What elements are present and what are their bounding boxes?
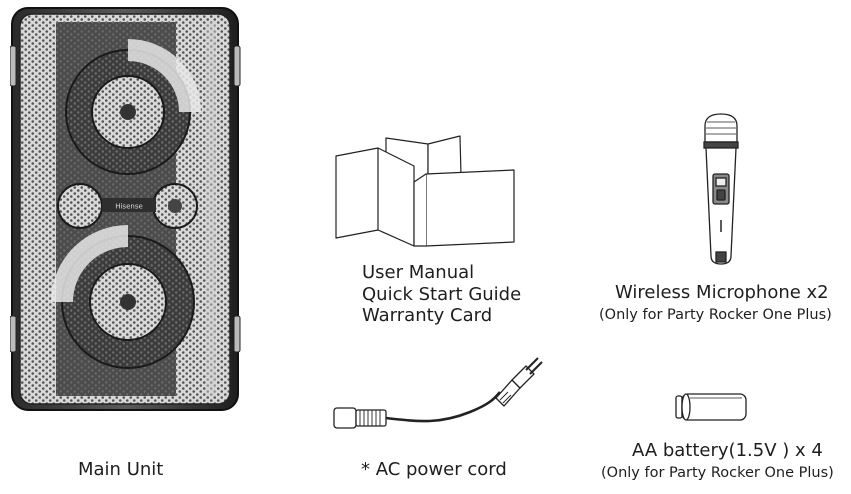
microphone-label: Wireless Microphone x2	[615, 282, 829, 303]
microphone-image	[703, 113, 739, 265]
battery-label: AA battery(1.5V ) x 4	[632, 440, 823, 461]
document-line-quick-start-guide: Quick Start Guide	[362, 284, 522, 305]
main-unit-label: Main Unit	[78, 459, 164, 480]
documents-image	[335, 135, 515, 247]
document-line-warranty-card: Warranty Card	[362, 305, 493, 326]
brand-logo: Hisense	[115, 203, 143, 211]
power-cord-image	[333, 357, 543, 429]
battery-image	[675, 393, 747, 421]
main-unit-image: Hisense	[10, 7, 241, 411]
document-line-user-manual: User Manual	[362, 262, 475, 283]
power-cord-label: * AC power cord	[361, 459, 507, 480]
battery-note: (Only for Party Rocker One Plus)	[601, 465, 834, 481]
microphone-note: (Only for Party Rocker One Plus)	[599, 307, 832, 323]
